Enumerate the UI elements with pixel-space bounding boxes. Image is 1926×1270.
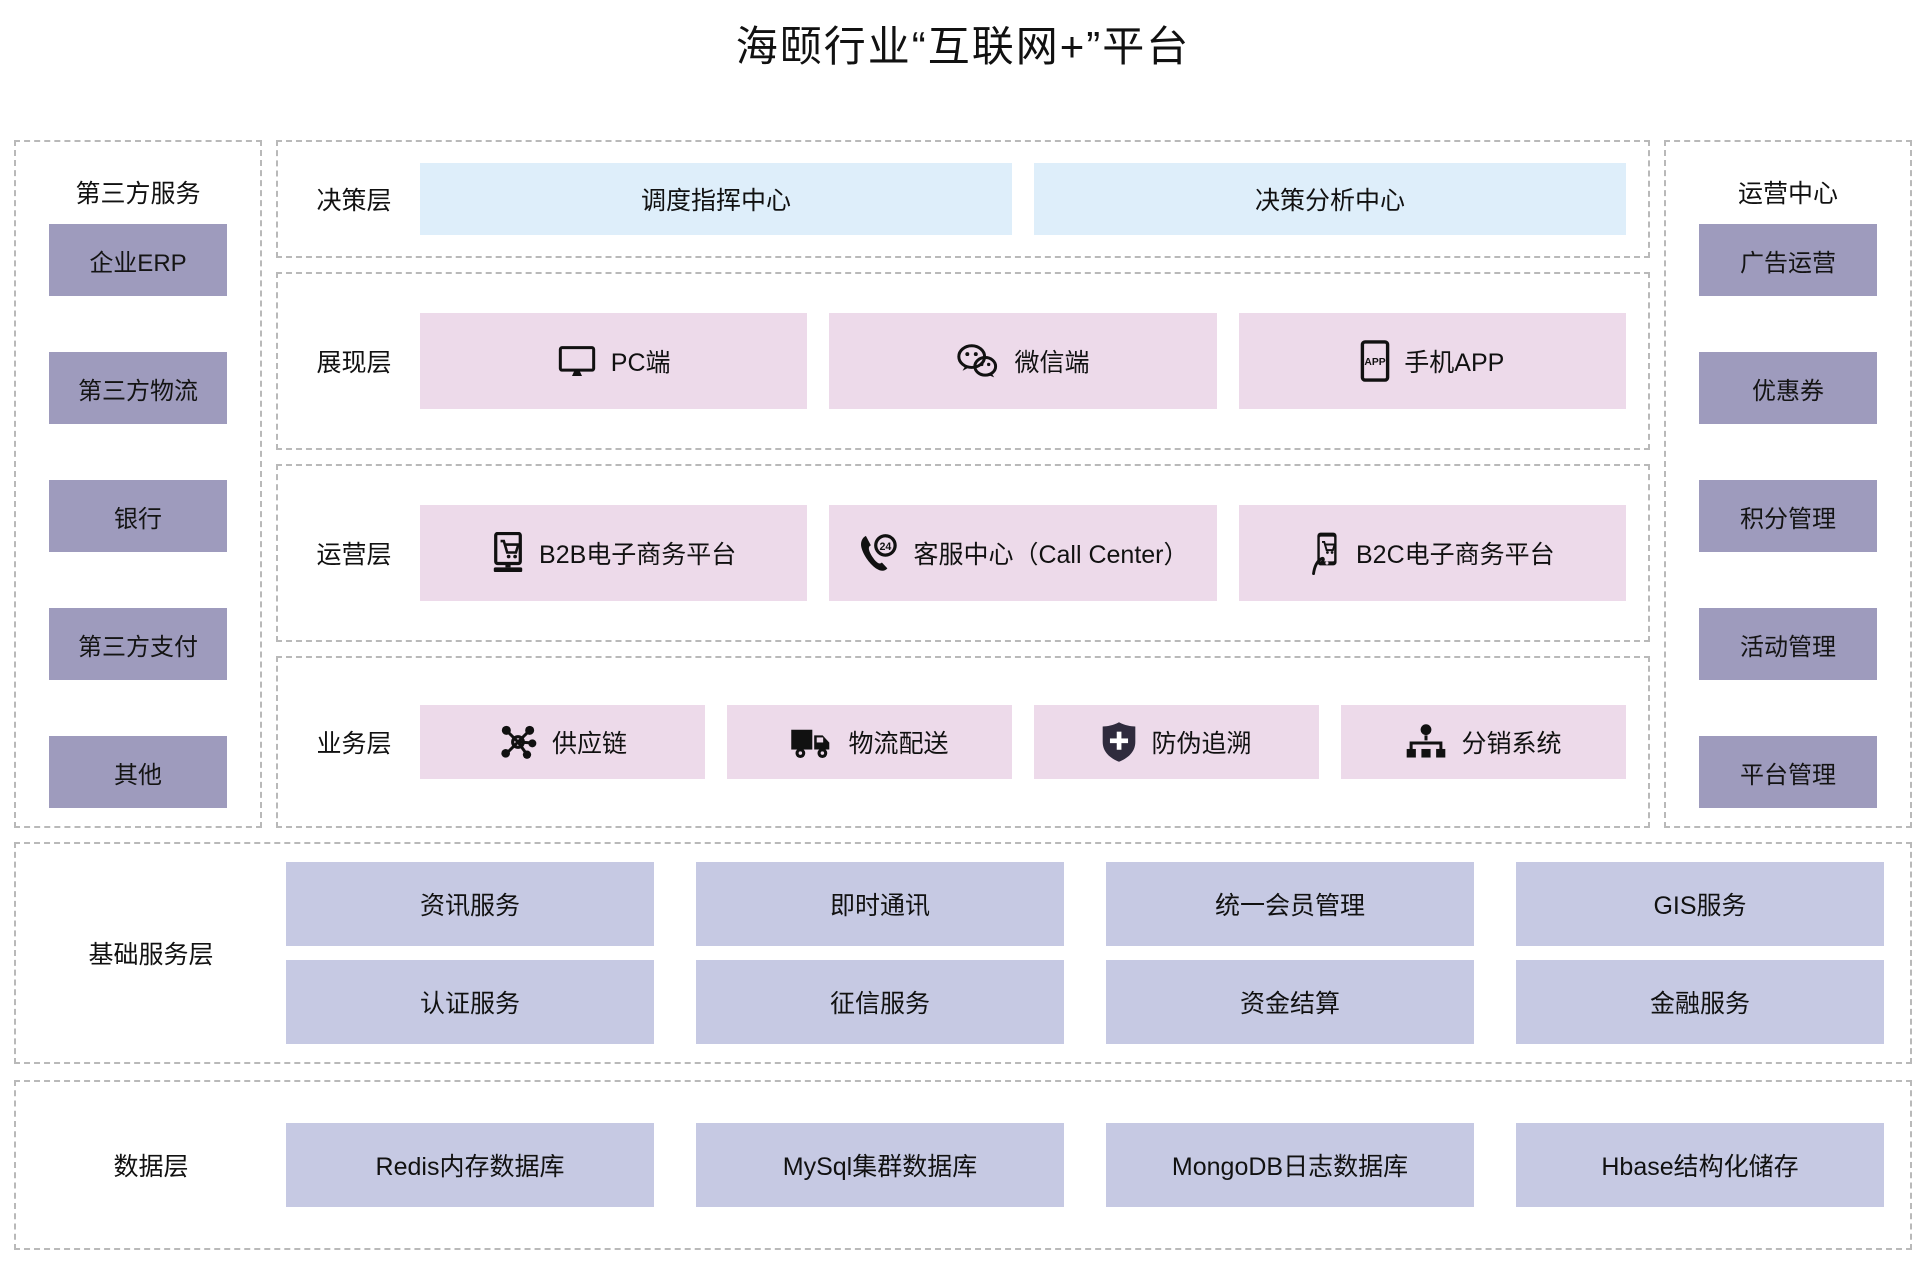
- business-layer-boxes: 供应链: [414, 658, 1648, 826]
- base-service-item-news[interactable]: 资讯服务: [286, 862, 654, 946]
- base-service-layer: 基础服务层 资讯服务 即时通讯 统一会员管理 GIS服务 认证服务 征信服务 资…: [14, 842, 1912, 1064]
- decision-box-analysis-center[interactable]: 决策分析中心: [1034, 163, 1626, 235]
- operation-center-item-advertising[interactable]: 广告运营: [1699, 224, 1877, 296]
- base-service-layer-label: 基础服务层: [88, 941, 214, 969]
- truck-icon: [790, 724, 834, 760]
- base-service-item-gis[interactable]: GIS服务: [1516, 862, 1884, 946]
- data-layer-grid: Redis内存数据库 MySql集群数据库 MongoDB日志数据库 Hbase…: [286, 1123, 1910, 1207]
- operation-center-panel: 运营中心 广告运营 优惠券 积分管理 活动管理 平台管理: [1664, 140, 1912, 828]
- operation-box-call-center[interactable]: 24 客服中心（Call Center）: [829, 505, 1217, 601]
- data-layer-item-hbase[interactable]: Hbase结构化储存: [1516, 1123, 1884, 1207]
- svg-text:24: 24: [880, 541, 892, 553]
- base-service-item-settlement[interactable]: 资金结算: [1106, 960, 1474, 1044]
- third-party-services-list: 企业ERP 第三方物流 银行 第三方支付 其他: [49, 224, 227, 812]
- base-service-item-credit[interactable]: 征信服务: [696, 960, 1064, 1044]
- mobile-cart-icon: [1310, 531, 1342, 575]
- shopping-cart-desktop-icon: [491, 532, 525, 574]
- presentation-box-pc[interactable]: PC端: [420, 313, 808, 409]
- operation-box-b2b[interactable]: B2B电子商务平台: [420, 505, 808, 601]
- third-party-item-payment[interactable]: 第三方支付: [49, 608, 227, 680]
- operation-center-list: 广告运营 优惠券 积分管理 活动管理 平台管理: [1699, 224, 1877, 812]
- shield-plus-icon: [1101, 721, 1137, 763]
- business-box-supply-chain-label: 供应链: [551, 730, 627, 758]
- operation-box-b2c[interactable]: B2C电子商务平台: [1238, 505, 1626, 601]
- operation-layer-boxes: B2B电子商务平台 24 客服中心（Call Center）: [414, 466, 1648, 640]
- presentation-box-mobile-app-label: 手机APP: [1404, 349, 1505, 377]
- decision-layer-boxes: 调度指挥中心 决策分析中心: [414, 142, 1648, 256]
- decision-layer: 决策层 调度指挥中心 决策分析中心: [276, 140, 1650, 258]
- operation-center-item-points[interactable]: 积分管理: [1699, 480, 1877, 552]
- presentation-box-wechat[interactable]: 微信端: [829, 313, 1217, 409]
- center-layers: 决策层 调度指挥中心 决策分析中心 展现层: [276, 140, 1650, 828]
- presentation-layer: 展现层 PC端: [276, 272, 1650, 450]
- operation-box-call-center-label: 客服中心（Call Center）: [913, 541, 1189, 569]
- presentation-layer-boxes: PC端: [414, 274, 1648, 448]
- data-layer-item-mongodb[interactable]: MongoDB日志数据库: [1106, 1123, 1474, 1207]
- data-layer-label: 数据层: [113, 1153, 189, 1181]
- decision-box-dispatch-center-label: 调度指挥中心: [640, 187, 791, 215]
- data-layer-item-redis[interactable]: Redis内存数据库: [286, 1123, 654, 1207]
- operation-center-item-platform[interactable]: 平台管理: [1699, 736, 1877, 808]
- business-layer-label: 业务层: [316, 730, 392, 758]
- base-service-grid: 资讯服务 即时通讯 统一会员管理 GIS服务 认证服务 征信服务 资金结算 金融…: [286, 862, 1910, 1044]
- decision-box-analysis-center-label: 决策分析中心: [1254, 187, 1405, 215]
- presentation-box-wechat-label: 微信端: [1014, 349, 1090, 377]
- business-box-distribution[interactable]: 分销系统: [1341, 705, 1626, 779]
- presentation-layer-label: 展现层: [316, 349, 392, 377]
- hierarchy-icon: [1405, 723, 1447, 761]
- operation-box-b2b-label: B2B电子商务平台: [539, 541, 737, 569]
- network-nodes-icon: [498, 722, 538, 762]
- business-box-logistics[interactable]: 物流配送: [727, 705, 1012, 779]
- base-service-item-auth[interactable]: 认证服务: [286, 960, 654, 1044]
- data-layer: 数据层 Redis内存数据库 MySql集群数据库 MongoDB日志数据库 H…: [14, 1080, 1912, 1250]
- presentation-box-mobile-app[interactable]: APP 手机APP: [1238, 313, 1626, 409]
- mobile-app-icon: APP: [1360, 340, 1390, 382]
- phone-24h-icon: 24: [857, 532, 899, 574]
- top-region: 第三方服务 企业ERP 第三方物流 银行 第三方支付 其他 决策层 调度指挥中心: [14, 140, 1912, 828]
- third-party-item-other[interactable]: 其他: [49, 736, 227, 808]
- wechat-icon: [956, 341, 1000, 381]
- business-box-supply-chain[interactable]: 供应链: [420, 705, 705, 779]
- base-service-item-im[interactable]: 即时通讯: [696, 862, 1064, 946]
- decision-layer-label: 决策层: [316, 187, 392, 215]
- operation-box-b2c-label: B2C电子商务平台: [1356, 541, 1555, 569]
- data-layer-item-mysql[interactable]: MySql集群数据库: [696, 1123, 1064, 1207]
- monitor-icon: [557, 341, 597, 381]
- business-layer: 业务层: [276, 656, 1650, 828]
- business-box-anti-counterfeit[interactable]: 防伪追溯: [1034, 705, 1319, 779]
- third-party-item-erp[interactable]: 企业ERP: [49, 224, 227, 296]
- third-party-item-bank[interactable]: 银行: [49, 480, 227, 552]
- third-party-item-logistics[interactable]: 第三方物流: [49, 352, 227, 424]
- third-party-services-panel: 第三方服务 企业ERP 第三方物流 银行 第三方支付 其他: [14, 140, 262, 828]
- operation-center-item-coupon[interactable]: 优惠券: [1699, 352, 1877, 424]
- page-title: 海颐行业“互联网+”平台: [735, 23, 1191, 70]
- presentation-box-pc-label: PC端: [610, 349, 671, 377]
- business-box-logistics-label: 物流配送: [848, 730, 949, 758]
- operation-center-title: 运营中心: [1737, 180, 1838, 208]
- operation-layer-label: 运营层: [316, 541, 392, 569]
- business-box-anti-counterfeit-label: 防伪追溯: [1151, 730, 1252, 758]
- decision-box-dispatch-center[interactable]: 调度指挥中心: [420, 163, 1012, 235]
- business-box-distribution-label: 分销系统: [1461, 730, 1562, 758]
- operation-layer: 运营层 B2B电子: [276, 464, 1650, 642]
- base-service-item-member[interactable]: 统一会员管理: [1106, 862, 1474, 946]
- third-party-services-title: 第三方服务: [75, 180, 201, 208]
- operation-center-item-campaign[interactable]: 活动管理: [1699, 608, 1877, 680]
- svg-text:APP: APP: [1365, 357, 1386, 368]
- base-service-item-finance[interactable]: 金融服务: [1516, 960, 1884, 1044]
